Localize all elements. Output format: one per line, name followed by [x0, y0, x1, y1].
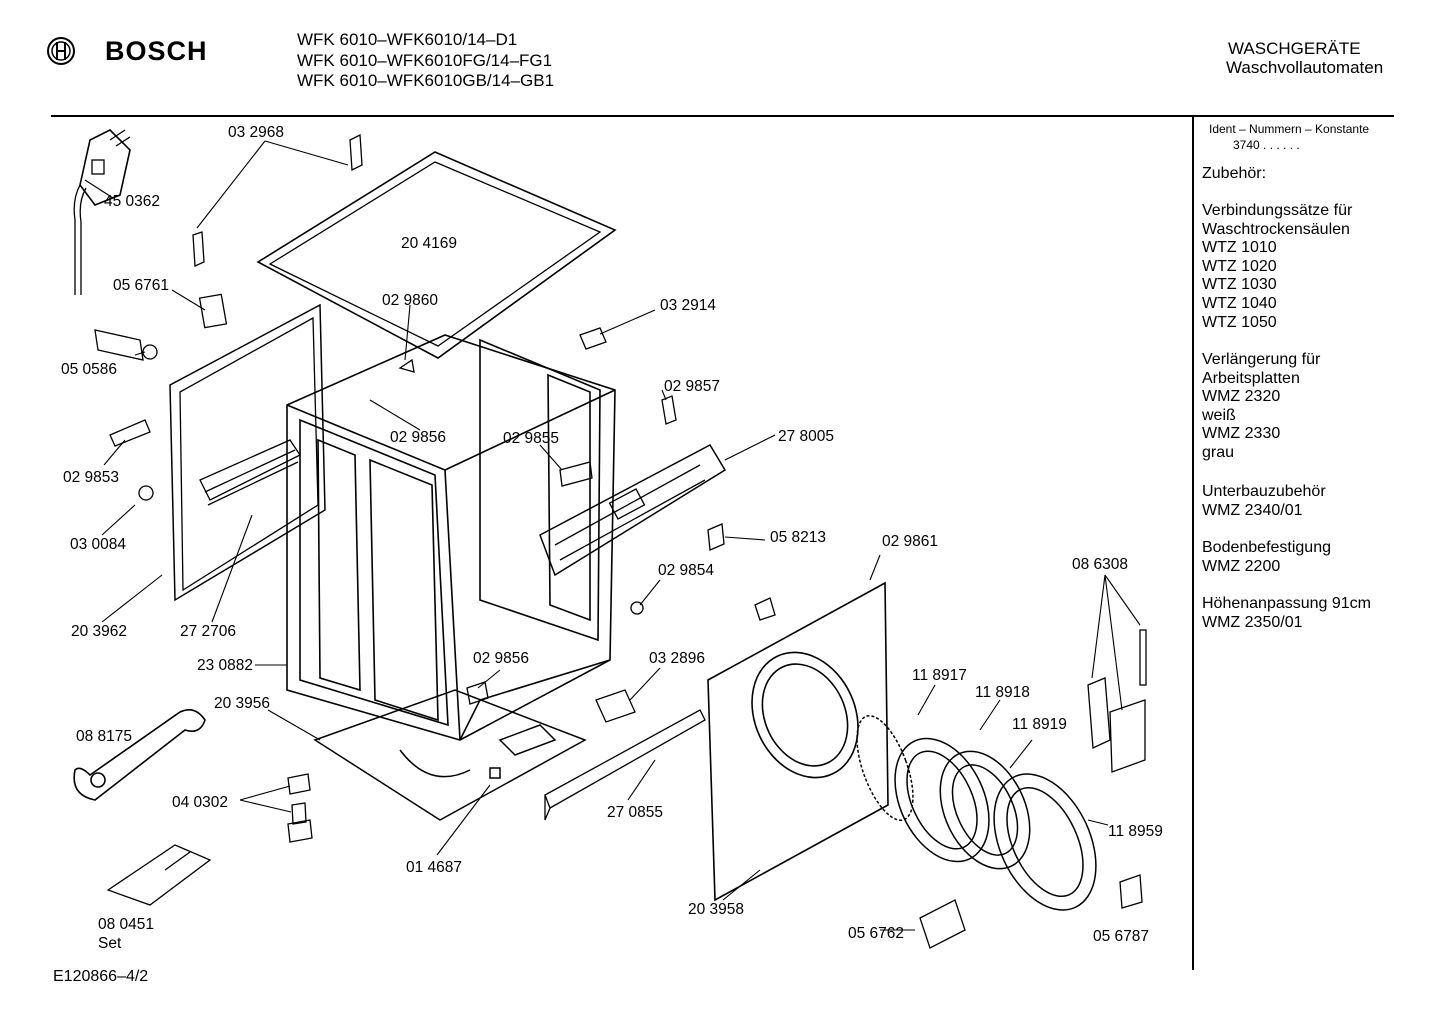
- control-panel-drawing: [539, 444, 727, 615]
- accessory-line: WMZ 2340/01: [1202, 501, 1303, 519]
- accessory-group-1: Verbindungssätze für Waschtrockensäulen …: [1202, 202, 1352, 332]
- accessory-line: WMZ 2350/01: [1202, 613, 1303, 631]
- accessory-line: WMZ 2320: [1202, 388, 1281, 406]
- accessory-line: weiß: [1202, 406, 1236, 424]
- part-label: 27 0855: [607, 804, 663, 821]
- model-line-2: WFK 6010–WFK6010FG/14–FG1: [297, 51, 553, 70]
- hinge-drawing: [192, 133, 363, 267]
- part-label: 45 0362: [104, 193, 160, 210]
- part-label: 01 4687: [406, 859, 462, 876]
- part-label: 20 3958: [688, 901, 744, 918]
- part-label: 05 6762: [848, 925, 904, 942]
- accessory-line: grau: [1202, 443, 1235, 461]
- set-label: Set: [98, 935, 122, 952]
- part-label: 20 4169: [401, 235, 457, 252]
- part-label: 08 0451: [98, 916, 154, 933]
- part-label: 08 8175: [76, 728, 132, 745]
- part-label: 03 2968: [228, 124, 284, 141]
- bracket-drawing: [466, 597, 776, 723]
- accessory-line: WMZ 2330: [1202, 425, 1281, 443]
- accessory-line: Arbeitsplatten: [1202, 369, 1300, 387]
- part-label: 27 2706: [180, 623, 236, 640]
- top-cover-drawing: [256, 151, 617, 359]
- part-label: 11 8918: [975, 684, 1030, 701]
- part-label: 02 9856: [473, 650, 529, 667]
- part-labels: 03 2968 45 0362 20 4169 05 6761 02 9860 …: [61, 124, 1163, 952]
- base-plate-drawing: [313, 689, 587, 821]
- accessory-line: WTZ 1030: [1202, 276, 1277, 294]
- front-panel-drawing: [707, 581, 889, 902]
- part-label: 03 0084: [70, 536, 126, 553]
- header-divider: [51, 115, 1394, 117]
- door-assembly-drawing: [856, 715, 1097, 911]
- accessory-line: WTZ 1010: [1202, 239, 1277, 257]
- part-label: 02 9853: [63, 469, 119, 486]
- foot-screw-drawing: [287, 773, 313, 843]
- leader-lines: [84, 140, 1141, 931]
- accessory-line: WTZ 1040: [1202, 294, 1277, 312]
- part-label: 05 6787: [1093, 928, 1149, 945]
- part-label: 03 2914: [660, 297, 716, 314]
- part-label: 02 9861: [882, 533, 938, 550]
- part-label: 02 9854: [658, 562, 714, 579]
- accessory-line: WMZ 2200: [1202, 557, 1281, 575]
- ident-label: Ident – Nummern – Konstante: [1209, 122, 1370, 136]
- accessory-line: Verlängerung für: [1202, 351, 1321, 368]
- part-label: 20 3956: [214, 695, 270, 712]
- part-label: 03 2896: [649, 650, 705, 667]
- part-label: 27 8005: [778, 428, 834, 445]
- accessory-line: WTZ 1020: [1202, 257, 1277, 275]
- accessory-group-5: Höhenanpassung 91cm WMZ 2350/01: [1202, 595, 1371, 632]
- ident-value: 3740 . . . . . .: [1233, 138, 1300, 152]
- small-parts-drawing: [94, 293, 677, 501]
- part-label: 11 8917: [912, 667, 967, 684]
- door-lock-drawing: [919, 874, 1143, 949]
- back-panel-drawing: [169, 303, 326, 602]
- part-label: 02 9857: [664, 378, 720, 395]
- model-line-3: WFK 6010–WFK6010GB/14–GB1: [297, 71, 555, 90]
- part-label: 20 3962: [71, 623, 127, 640]
- brand-name: BOSCH: [105, 36, 208, 66]
- transport-plate-drawing: [106, 844, 212, 906]
- part-label: 05 8213: [770, 529, 826, 546]
- sidebar-divider: [1192, 117, 1194, 970]
- part-label: 05 6761: [113, 277, 169, 294]
- part-label: 02 9856: [390, 429, 446, 446]
- accessory-line: Verbindungssätze für: [1202, 202, 1353, 219]
- footer-code: E120866–4/2: [53, 968, 149, 985]
- accessory-line: Bodenbefestigung: [1202, 539, 1331, 556]
- part-label: 02 9855: [503, 430, 559, 447]
- model-line-1: WFK 6010–WFK6010/14–D1: [297, 30, 518, 49]
- accessory-group-4: Bodenbefestigung WMZ 2200: [1202, 539, 1331, 576]
- accessory-line: Unterbauzubehör: [1202, 483, 1326, 500]
- bosch-armature-icon: [47, 37, 75, 65]
- accessory-line: WTZ 1050: [1202, 313, 1277, 331]
- accessory-line: Waschtrockensäulen: [1202, 220, 1350, 238]
- cabinet-drawing: [286, 334, 616, 741]
- accessory-group-3: Unterbauzubehör WMZ 2340/01: [1202, 483, 1326, 520]
- power-plug-drawing: [73, 129, 131, 295]
- part-label: 02 9860: [382, 292, 438, 309]
- wrench-drawing: [73, 709, 206, 801]
- category-subtitle: Waschvollautomaten: [1226, 58, 1384, 77]
- accessories-title: Zubehör:: [1202, 165, 1267, 182]
- part-label: 11 8959: [1108, 823, 1163, 840]
- part-label: 04 0302: [172, 794, 228, 811]
- accessory-line: Höhenanpassung 91cm: [1202, 595, 1372, 612]
- door-hinge-drawing: [1087, 629, 1147, 773]
- bosch-logo: [46, 36, 76, 66]
- accessory-group-2: Verlängerung für Arbeitsplatten WMZ 2320…: [1202, 351, 1320, 463]
- exploded-parts-diagram: 03 2968 45 0362 20 4169 05 6761 02 9860 …: [61, 124, 1163, 952]
- part-label: 11 8919: [1012, 716, 1067, 733]
- part-label: 08 6308: [1072, 556, 1128, 573]
- part-label: 23 0882: [197, 657, 253, 674]
- category-title: WASCHGERÄTE: [1228, 39, 1361, 58]
- part-label: 05 0586: [61, 361, 117, 378]
- front-rail-drawing: [544, 709, 706, 821]
